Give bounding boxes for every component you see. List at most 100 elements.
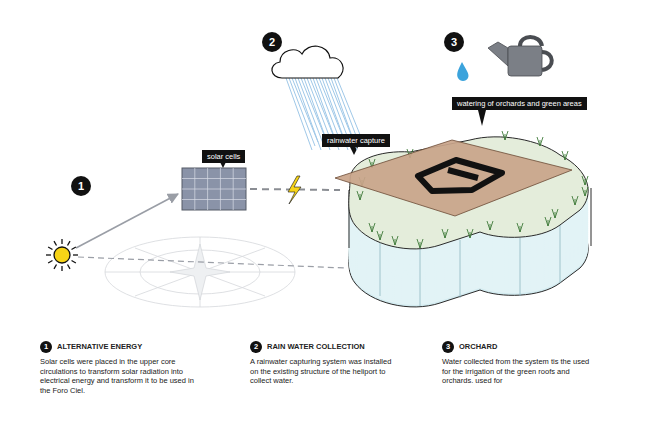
building-part-part	[442, 229, 445, 238]
sun-icon-part	[46, 239, 78, 271]
sun-ray-lines-part	[76, 194, 178, 248]
building-part-part	[505, 131, 508, 140]
tag-text: rainwater capture	[327, 136, 385, 145]
sun-icon-part	[54, 247, 70, 263]
callout-number: 1	[40, 341, 52, 353]
building-part-part	[552, 209, 555, 218]
watering-can-icon	[488, 37, 552, 76]
section-heading: ORCHARD	[459, 342, 497, 352]
sun-icon-part-part	[48, 261, 52, 264]
glass-mullions-part	[520, 238, 521, 296]
building-part-part	[420, 239, 423, 248]
sun-icon-part-part	[68, 241, 71, 245]
power-line	[250, 176, 340, 204]
callout-number: 2	[262, 32, 282, 52]
sun-icon-part-part	[48, 247, 52, 250]
building-part-part	[357, 191, 360, 200]
compass-rose-part	[105, 237, 295, 307]
building-part-part	[585, 187, 588, 196]
callout-number: 1	[71, 176, 91, 196]
sun-icon-part-part	[72, 247, 76, 250]
power-line-part	[288, 176, 301, 204]
sun-icon-part-part	[54, 241, 57, 245]
water-drop-part	[457, 62, 468, 81]
callout-number: 3	[444, 32, 464, 52]
tag-pointers-part	[478, 110, 486, 126]
section-heading: RAIN WATER COLLECTION	[267, 342, 365, 352]
building-part-part	[520, 223, 523, 232]
building-part-part	[392, 236, 395, 245]
label-tag: watering of orchards and green areas	[452, 97, 587, 110]
building-part-part	[517, 223, 520, 232]
section-heading: ALTERNATIVE ENERGY	[57, 342, 142, 352]
solar-panel-part-part	[182, 199, 246, 200]
section-body: Solar cells were placed in the upper cor…	[40, 357, 202, 395]
building-part-part	[540, 137, 543, 146]
building-part-part	[372, 223, 375, 232]
sun-icon-part-part	[61, 239, 62, 244]
heliport-mark	[418, 160, 502, 191]
building-part-part	[537, 137, 540, 146]
compass-rose	[105, 237, 295, 307]
building-part-part	[591, 188, 592, 246]
building-part-part	[395, 236, 398, 245]
solar-panel-part-part	[182, 189, 246, 190]
sun-ray-lines-part	[78, 257, 345, 268]
building-part-part	[555, 209, 558, 218]
building-part-part	[445, 229, 448, 238]
building-part-part	[582, 176, 585, 185]
callout-number: 3	[442, 341, 454, 353]
cloud-icon-part	[272, 46, 343, 78]
solar-panel-part	[182, 168, 246, 210]
building-part-part	[369, 223, 372, 232]
label-tag: solar cells	[202, 150, 245, 163]
solar-panel-part-part	[182, 178, 246, 179]
sun-icon-part-part	[46, 254, 51, 255]
building-part-part	[582, 187, 585, 196]
tag-text: watering of orchards and green areas	[457, 99, 582, 108]
building-part-part	[380, 231, 383, 240]
building-part-part	[502, 131, 505, 140]
building-part-part	[572, 196, 575, 205]
tag-text: solar cells	[207, 152, 240, 161]
watering-can-icon-part	[520, 37, 542, 46]
section-body: A rainwater capturing system was install…	[250, 357, 400, 386]
callout-number: 2	[250, 341, 262, 353]
sun-icon-part-part	[54, 265, 57, 269]
glass-mullions-part	[560, 225, 561, 283]
solar-panel-part	[182, 168, 246, 210]
building-part-part	[585, 176, 588, 185]
building-part-part	[548, 217, 551, 226]
sun-icon-part-part	[68, 265, 71, 269]
sun-icon-part-part	[61, 266, 62, 271]
building-part-part	[575, 196, 578, 205]
cloud-icon-part-part	[337, 78, 363, 142]
glass-mullions-part	[460, 240, 461, 298]
sun-icon-part-part	[72, 261, 76, 264]
building-part-part	[377, 231, 380, 240]
watering-can-icon-part	[542, 52, 552, 70]
building-part-part	[417, 239, 420, 248]
watering-can-icon-part	[508, 46, 542, 76]
building-part-part	[565, 151, 568, 160]
building	[335, 131, 591, 307]
building-part-part	[562, 151, 565, 160]
glass-mullions-part	[420, 248, 421, 306]
water-drop	[457, 62, 468, 81]
building-part-part	[545, 217, 548, 226]
sun-icon	[46, 239, 78, 271]
glass-mullions-part	[380, 238, 381, 296]
building-part-part	[467, 229, 470, 238]
compass-rose-part	[170, 244, 230, 300]
section-body: Water collected from the system tis the …	[442, 357, 592, 386]
building-part-part	[360, 191, 363, 200]
building-part-part	[470, 229, 473, 238]
watering-can-icon-part	[488, 42, 508, 66]
heliport-deck	[335, 140, 572, 216]
sun-icon-part-part	[73, 254, 78, 255]
label-tag: rainwater capture	[322, 134, 390, 147]
solar-panel	[182, 168, 246, 210]
building-part-part	[490, 221, 493, 230]
